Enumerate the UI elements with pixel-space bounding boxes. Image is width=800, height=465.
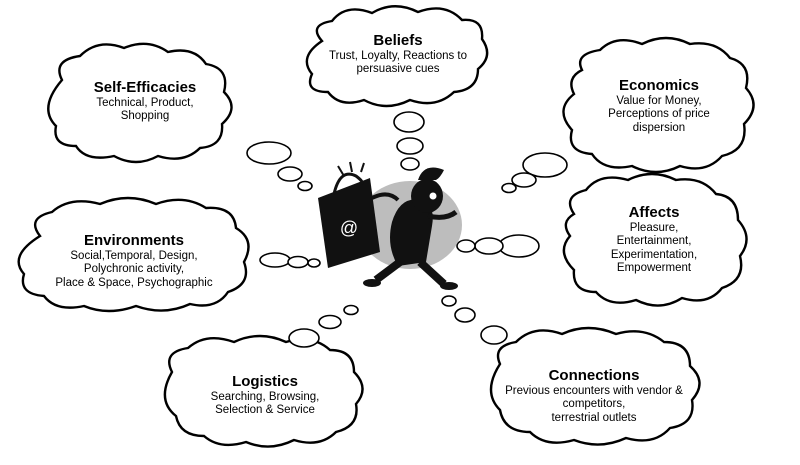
shopping-bag — [318, 178, 380, 268]
bubble-logistics-2 — [318, 314, 342, 330]
label-economics: Economics Value for Money, Perceptions o… — [574, 77, 744, 135]
economics-line-3: dispersion — [632, 121, 686, 134]
self-efficacies-title: Self-Efficacies — [93, 79, 197, 96]
label-environments: Environments Social,Temporal, Design, Po… — [28, 232, 240, 290]
shopper-leg-right — [417, 259, 447, 287]
bubble-logistics-3 — [343, 304, 359, 316]
bubble-self-efficacies-3 — [297, 180, 313, 192]
shopper-head — [411, 179, 443, 213]
bubble-environments-1 — [259, 252, 291, 268]
bag-handle — [332, 172, 364, 195]
affects-line-4: Empowerment — [616, 262, 692, 275]
beliefs-line-2: persuasive cues — [356, 63, 440, 76]
economics-title: Economics — [618, 77, 700, 94]
shopper-shoe-left — [363, 279, 381, 287]
environments-line-2: Polychronic activity, — [83, 263, 185, 276]
environments-title: Environments — [83, 232, 185, 249]
bubble-connections-3 — [441, 295, 457, 307]
connections-line-1: Previous encounters with vendor & — [505, 384, 683, 397]
connections-title: Connections — [548, 367, 640, 384]
bubble-affects-1 — [498, 234, 540, 258]
shopper-body — [390, 199, 433, 266]
cloud-economics — [562, 36, 755, 174]
affects-title: Affects — [628, 204, 680, 221]
cloud-self-efficacies — [47, 42, 233, 164]
bubble-self-efficacies-2 — [277, 166, 303, 182]
bubble-self-efficacies-1 — [246, 141, 292, 165]
bag-at-symbol: @ — [340, 218, 358, 238]
shopper-arm-front — [427, 209, 458, 220]
label-beliefs: Beliefs Trust, Loyalty, Reactions to per… — [308, 32, 488, 77]
thought-bubbles — [246, 111, 568, 348]
self-efficacies-line-1: Technical, Product, — [96, 96, 194, 109]
connections-line-2: competitors, — [562, 398, 626, 411]
shopper-leg-left — [373, 258, 403, 284]
environments-line-3: Place & Space, Psychographic — [55, 276, 213, 289]
bubble-beliefs-3 — [400, 157, 420, 171]
affects-line-2: Entertainment, — [616, 235, 692, 248]
logistics-line-2: Selection & Service — [215, 404, 315, 417]
bubble-logistics-1 — [288, 328, 320, 348]
logistics-line-1: Searching, Browsing, — [210, 390, 320, 403]
bubble-affects-3 — [456, 239, 476, 253]
economics-line-1: Value for Money, — [616, 94, 702, 107]
shopper-hair — [418, 167, 444, 180]
bubble-environments-2 — [287, 255, 309, 269]
bubble-beliefs-1 — [393, 111, 425, 133]
connections-line-3: terrestrial outlets — [551, 411, 637, 424]
cloud-beliefs — [305, 5, 489, 108]
affects-line-1: Pleasure, — [629, 221, 679, 234]
online-shopper-icon: @ — [318, 161, 462, 290]
motion-lines — [337, 161, 365, 177]
label-logistics: Logistics Searching, Browsing, Selection… — [176, 373, 354, 418]
affects-line-3: Experimentation, — [610, 248, 698, 261]
shopper-shoe-right — [440, 282, 458, 290]
bubble-economics-3 — [501, 182, 517, 194]
economics-line-2: Perceptions of price — [608, 108, 710, 121]
bubble-economics-1 — [522, 152, 568, 178]
bubble-affects-2 — [474, 237, 504, 255]
bubble-connections-2 — [454, 307, 476, 323]
environments-line-1: Social,Temporal, Design, — [70, 249, 198, 262]
cloud-affects — [562, 172, 748, 307]
beliefs-title: Beliefs — [373, 32, 423, 49]
label-self-efficacies: Self-Efficacies Technical, Product, Shop… — [60, 79, 230, 124]
label-affects: Affects Pleasure, Entertainment, Experim… — [574, 204, 734, 276]
bubble-economics-2 — [511, 172, 537, 188]
bubble-environments-3 — [307, 258, 321, 268]
logistics-title: Logistics — [232, 373, 298, 390]
label-connections: Connections Previous encounters with ven… — [494, 367, 694, 425]
cloud-environments — [17, 196, 250, 313]
bubble-beliefs-2 — [396, 137, 424, 155]
beliefs-line-1: Trust, Loyalty, Reactions to — [328, 49, 468, 62]
cloud-connections — [489, 326, 701, 446]
bubble-connections-1 — [480, 325, 508, 345]
shopper-arm — [371, 192, 400, 202]
self-efficacies-line-2: Shopping — [120, 110, 170, 123]
cloud-logistics — [163, 334, 364, 448]
shopper-eye — [429, 192, 437, 200]
